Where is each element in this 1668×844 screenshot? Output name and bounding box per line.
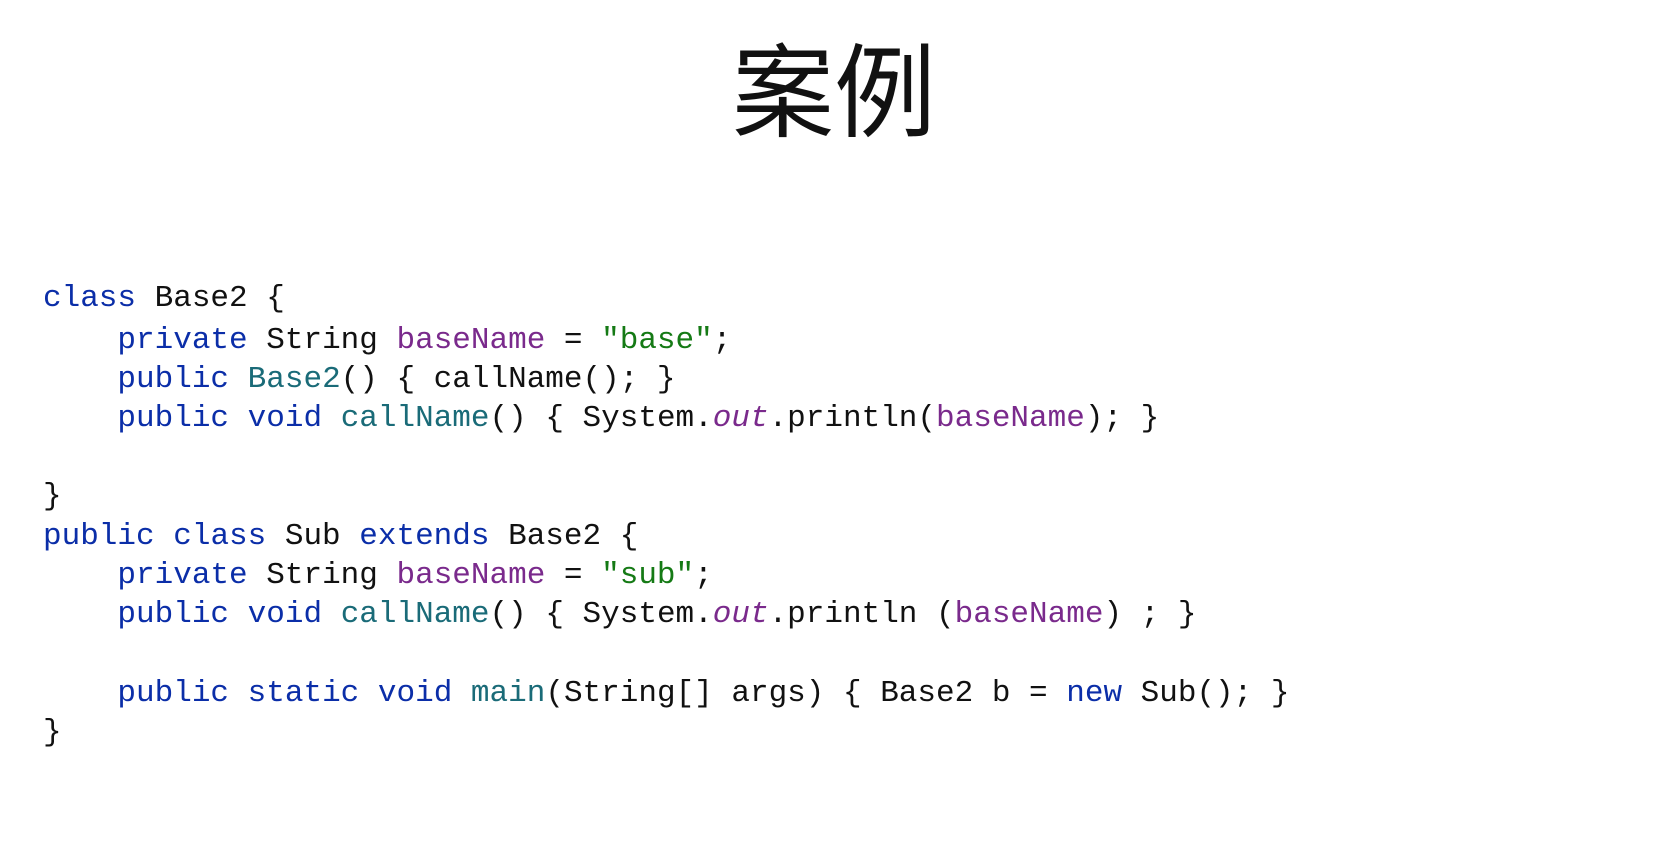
code-token-plain bbox=[43, 401, 117, 436]
code-token-plain bbox=[43, 362, 117, 397]
code-token-keyword: static bbox=[247, 676, 360, 711]
code-line: private String baseName = "base"; bbox=[43, 321, 731, 361]
code-token-keyword: class bbox=[43, 281, 137, 316]
code-token-keyword: public bbox=[117, 597, 230, 632]
code-token-plain bbox=[452, 676, 471, 711]
code-token-plain bbox=[155, 519, 174, 554]
code-token-plain: Base2 { bbox=[489, 519, 639, 554]
code-line: } bbox=[43, 713, 62, 753]
code-token-keyword: private bbox=[117, 558, 248, 593]
code-line: public static void main(String[] args) {… bbox=[43, 674, 1289, 714]
code-token-keyword: public bbox=[117, 676, 230, 711]
code-line: public class Sub extends Base2 { bbox=[43, 517, 638, 557]
code-token-method: callName bbox=[340, 401, 490, 436]
code-token-plain bbox=[229, 401, 248, 436]
code-token-static: out bbox=[712, 597, 769, 632]
code-line: public void callName() { System.out.prin… bbox=[43, 399, 1159, 439]
code-token-keyword: class bbox=[173, 519, 267, 554]
code-token-plain: .println( bbox=[768, 401, 937, 436]
code-token-plain bbox=[43, 676, 117, 711]
code-token-plain: ; bbox=[712, 323, 732, 358]
code-token-plain bbox=[43, 558, 117, 593]
code-token-plain bbox=[322, 401, 341, 436]
code-token-plain: (String[] args) { Base2 b = bbox=[545, 676, 1067, 711]
code-token-plain: () { System. bbox=[489, 401, 713, 436]
code-token-plain bbox=[359, 676, 378, 711]
code-token-plain: ); } bbox=[1084, 401, 1160, 436]
code-token-member: baseName bbox=[396, 323, 546, 358]
code-token-plain: String bbox=[247, 323, 397, 358]
code-token-plain: ; bbox=[694, 558, 713, 593]
code-token-keyword: void bbox=[377, 676, 453, 711]
code-token-plain bbox=[322, 597, 341, 632]
code-line: private String baseName = "sub"; bbox=[43, 556, 713, 596]
code-token-plain: = bbox=[545, 558, 602, 593]
code-token-keyword: new bbox=[1066, 676, 1123, 711]
code-token-plain bbox=[229, 597, 248, 632]
code-token-plain: .println ( bbox=[768, 597, 955, 632]
code-token-plain: } bbox=[43, 715, 62, 750]
code-token-keyword: public bbox=[117, 401, 230, 436]
code-token-static: out bbox=[712, 401, 769, 436]
code-token-keyword: void bbox=[247, 597, 323, 632]
code-token-string: "base" bbox=[601, 323, 713, 358]
code-token-keyword: public bbox=[43, 519, 155, 554]
code-token-plain: Sub(); } bbox=[1122, 676, 1290, 711]
code-token-member: baseName bbox=[954, 597, 1104, 632]
code-line: class Base2 { bbox=[43, 279, 285, 319]
code-token-member: baseName bbox=[936, 401, 1085, 436]
code-token-string: "sub" bbox=[601, 558, 695, 593]
code-line: public void callName() { System.out.prin… bbox=[43, 595, 1196, 635]
code-line: public Base2() { callName(); } bbox=[43, 360, 676, 400]
code-token-plain: = bbox=[545, 323, 602, 358]
code-token-plain: String bbox=[247, 558, 397, 593]
slide-title: 案例 bbox=[732, 35, 936, 154]
code-token-keyword: public bbox=[117, 362, 230, 397]
code-token-plain: () { callName(); } bbox=[340, 362, 676, 397]
code-token-keyword: extends bbox=[359, 519, 490, 554]
code-token-plain bbox=[43, 323, 117, 358]
code-token-plain bbox=[43, 597, 117, 632]
code-token-plain bbox=[229, 676, 248, 711]
code-token-plain: () { System. bbox=[489, 597, 713, 632]
code-token-member: baseName bbox=[396, 558, 546, 593]
code-line: } bbox=[43, 477, 62, 517]
code-token-plain: ) ; } bbox=[1103, 597, 1197, 632]
code-token-plain: Base2 { bbox=[136, 281, 285, 316]
code-token-plain: } bbox=[43, 479, 62, 514]
code-token-method: main bbox=[470, 676, 546, 711]
code-token-plain bbox=[229, 362, 248, 397]
code-token-keyword: private bbox=[117, 323, 248, 358]
code-token-method: callName bbox=[340, 597, 490, 632]
code-token-keyword: void bbox=[247, 401, 323, 436]
code-token-method: Base2 bbox=[247, 362, 341, 397]
code-token-plain: Sub bbox=[266, 519, 360, 554]
